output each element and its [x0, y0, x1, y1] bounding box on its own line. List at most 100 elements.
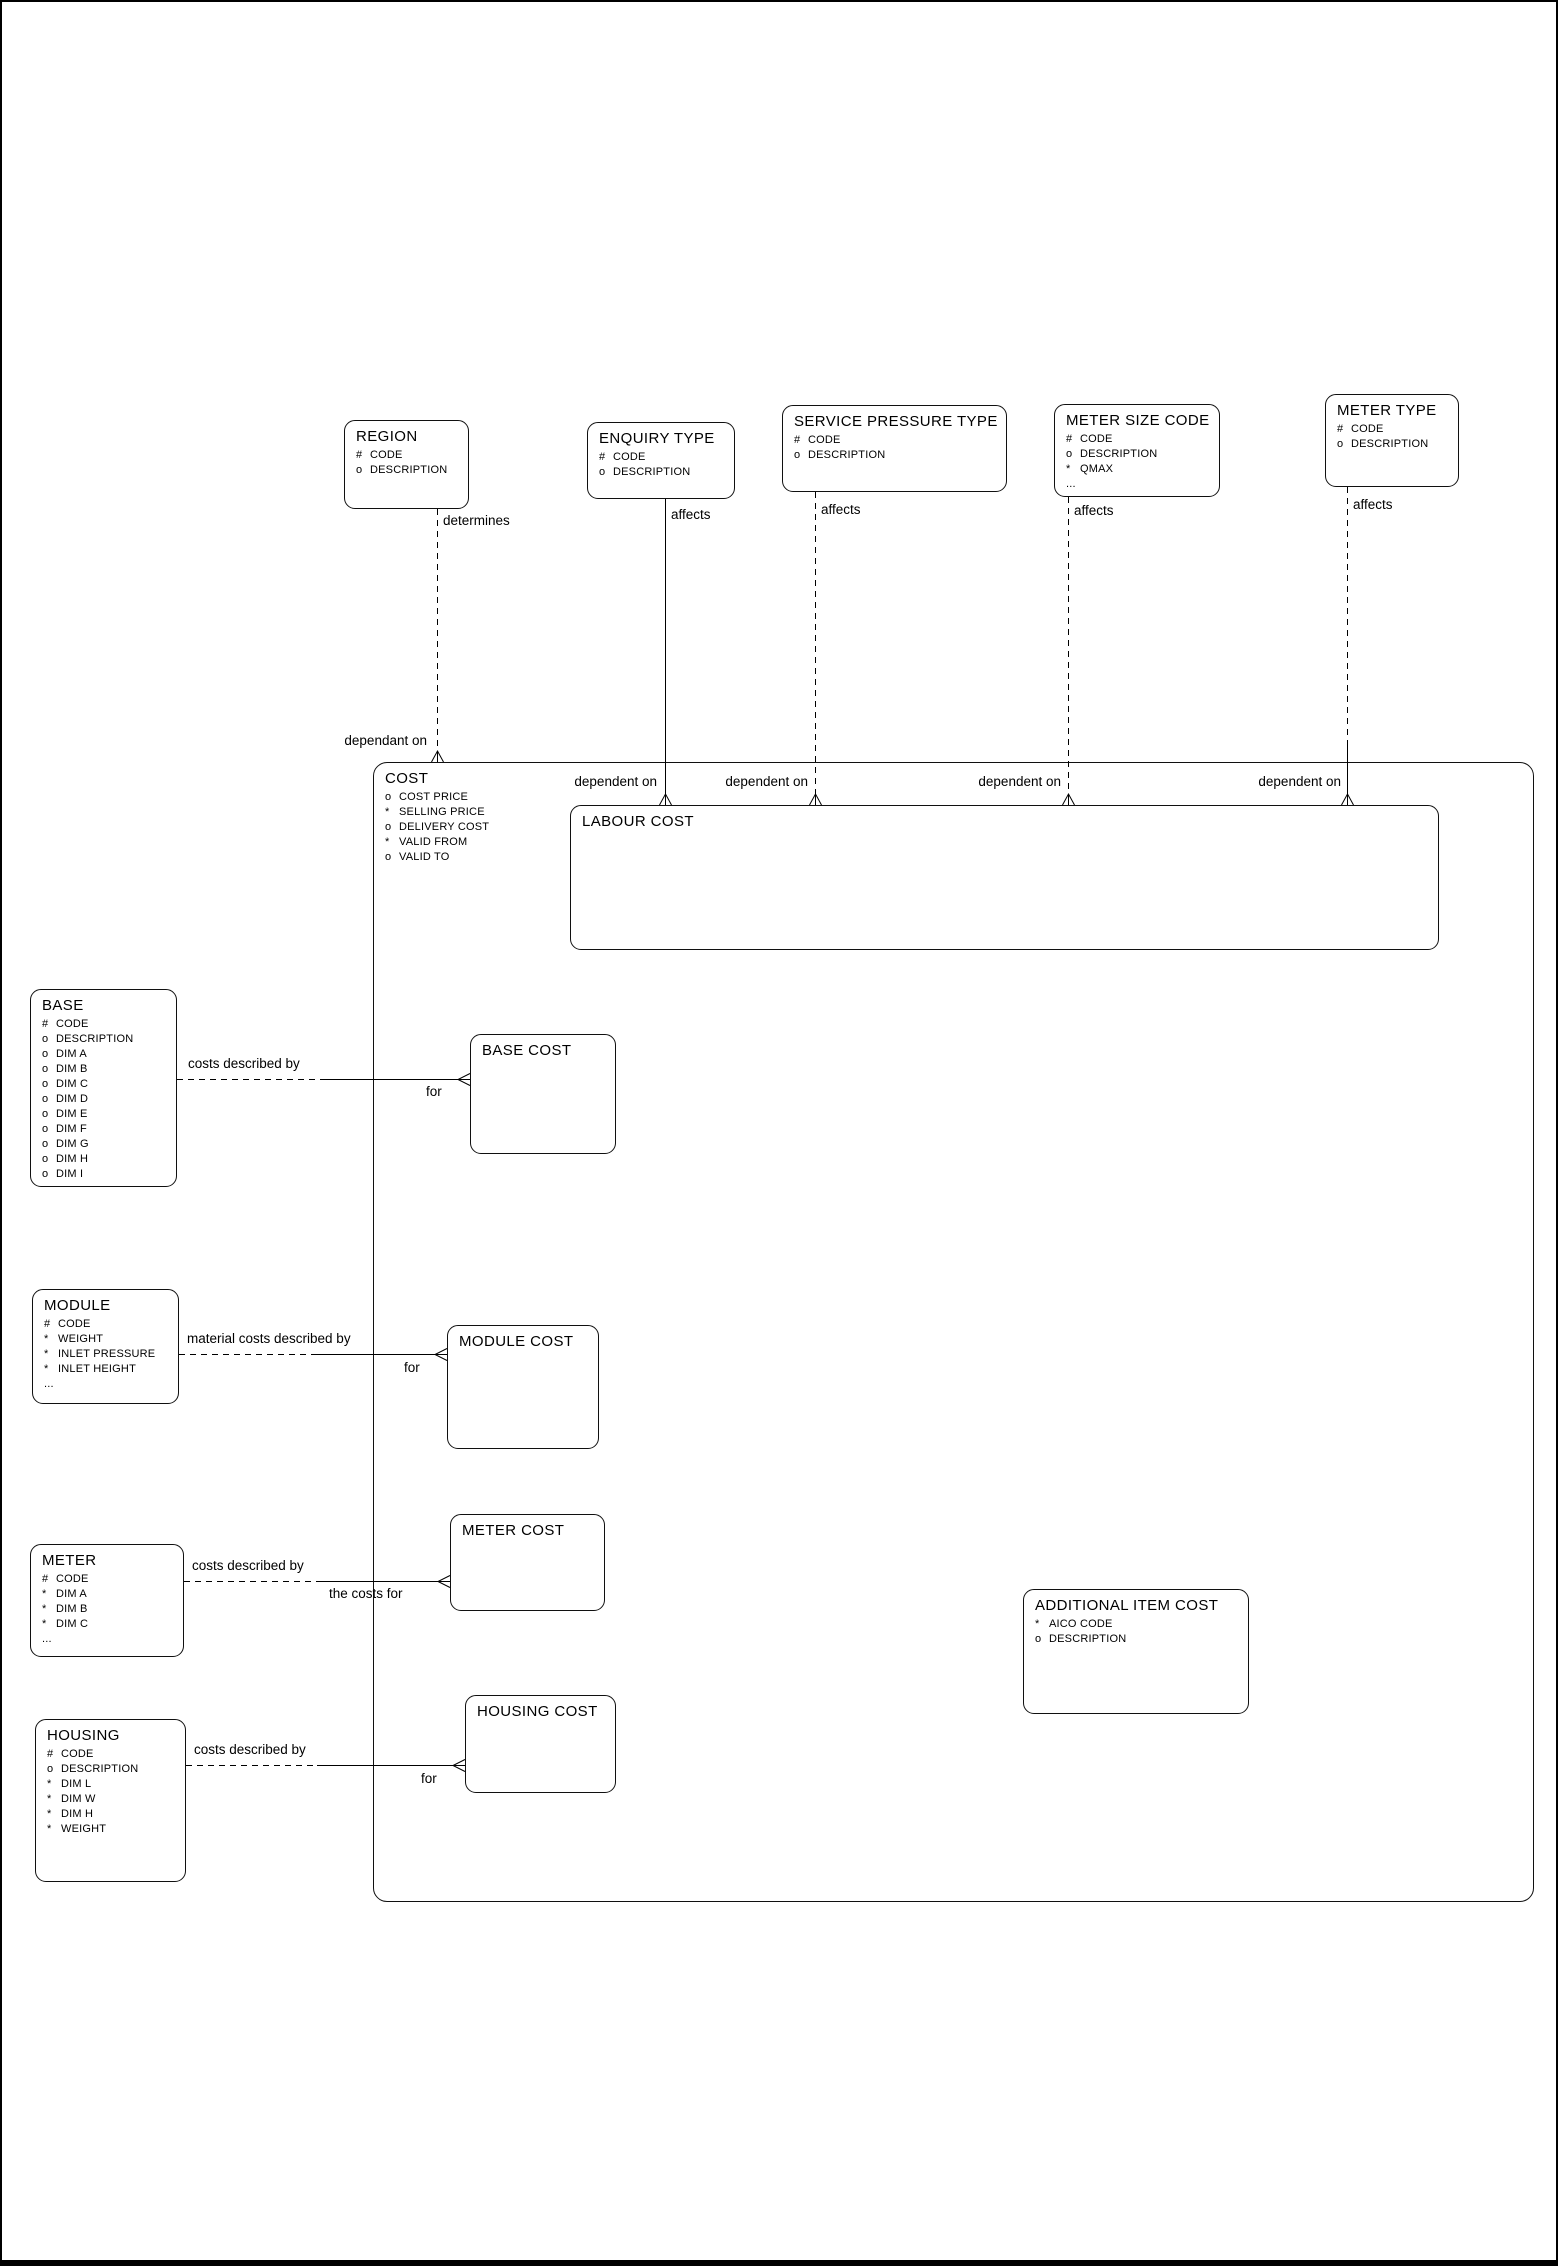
entity-attributes: #CODE *DIM A *DIM B *DIM C...: [42, 1572, 173, 1647]
rel-label-housing-costs-described-by: costs described by: [194, 1742, 306, 1757]
attribute-line: *DIM A: [42, 1588, 87, 1600]
attribute-line: *INLET HEIGHT: [44, 1363, 136, 1375]
entity-title: HOUSING: [47, 1727, 120, 1744]
rel-label-dependent-on-2: dependent on: [725, 774, 808, 789]
entity-module-cost[interactable]: MODULE COST: [447, 1325, 599, 1449]
entity-labour-cost[interactable]: LABOUR COST: [570, 805, 1439, 950]
attribute-line: *DIM C: [42, 1618, 89, 1630]
attribute-line: *DIM H: [47, 1808, 94, 1820]
rel-label-affects-service: affects: [821, 502, 861, 517]
entity-title: LABOUR COST: [582, 813, 694, 830]
attribute-line: #CODE: [794, 434, 841, 446]
attribute-line: *DIM L: [47, 1778, 92, 1790]
rel-label-determines: determines: [443, 513, 510, 528]
entity-module[interactable]: MODULE #CODE *WEIGHT *INLET PRESSURE *INLET…: [32, 1289, 179, 1404]
entity-meter[interactable]: METER #CODE *DIM A *DIM B *DIM C...: [30, 1544, 184, 1657]
attribute-line: ...: [42, 1633, 52, 1645]
rel-label-affects-enquiry: affects: [671, 507, 711, 522]
rel-label-base-for: for: [426, 1084, 442, 1099]
attribute-line: #CODE: [1066, 433, 1113, 445]
rel-label-affects-metersize: affects: [1074, 503, 1114, 518]
entity-title: REGION: [356, 428, 418, 445]
page-bottom-border: [2, 2260, 1556, 2266]
rel-label-dependent-on-1: dependent on: [574, 774, 657, 789]
entity-title: BASE COST: [482, 1042, 572, 1059]
entity-base-cost[interactable]: BASE COST: [470, 1034, 616, 1154]
attribute-line: *DIM B: [42, 1603, 88, 1615]
entity-title: METER SIZE CODE: [1066, 412, 1210, 429]
attribute-line: #CODE: [599, 451, 646, 463]
attribute-line: *AICO CODE: [1035, 1618, 1113, 1630]
entity-title: MODULE: [44, 1297, 111, 1314]
attribute-line: *WEIGHT: [47, 1823, 107, 1835]
attribute-line: *DIM W: [47, 1793, 96, 1805]
attribute-line: #CODE: [1337, 423, 1384, 435]
attribute-line: #CODE: [44, 1318, 91, 1330]
entity-title: SERVICE PRESSURE TYPE: [794, 413, 998, 430]
rel-label-dependant-on: dependant on: [344, 733, 427, 748]
rel-label-meter-costs-described-by: costs described by: [192, 1558, 304, 1573]
entity-title: ADDITIONAL ITEM COST: [1035, 1597, 1219, 1614]
attribute-line: #CODE: [42, 1018, 89, 1030]
entity-meter-cost[interactable]: METER COST: [450, 1514, 605, 1611]
rel-label-dependent-on-4: dependent on: [1258, 774, 1341, 789]
entity-title: METER: [42, 1552, 97, 1569]
entity-title: METER TYPE: [1337, 402, 1437, 419]
entity-title: ENQUIRY TYPE: [599, 430, 715, 447]
attribute-line: *WEIGHT: [44, 1333, 104, 1345]
attribute-line: *QMAX: [1066, 463, 1114, 475]
rel-label-module-for: for: [404, 1360, 420, 1375]
entity-housing-cost[interactable]: HOUSING COST: [465, 1695, 616, 1793]
attribute-line: ...: [1066, 478, 1076, 490]
entity-title: COST: [385, 770, 429, 787]
rel-label-housing-for: for: [421, 1771, 437, 1786]
attribute-line: #CODE: [42, 1573, 89, 1585]
entity-title: METER COST: [462, 1522, 565, 1539]
attribute-line: *VALID FROM: [385, 836, 468, 848]
entity-title: HOUSING COST: [477, 1703, 598, 1720]
rel-label-module-costs-described-by: material costs described by: [187, 1331, 351, 1346]
rel-label-meter-the-costs-for: the costs for: [329, 1586, 403, 1601]
rel-label-affects-metertype: affects: [1353, 497, 1393, 512]
attribute-line: ...: [44, 1378, 54, 1390]
crow-foot-icon: [431, 749, 444, 763]
attribute-line: *INLET PRESSURE: [44, 1348, 156, 1360]
entity-attributes: #CODE *WEIGHT *INLET PRESSURE *INLET HEIGHT…: [44, 1317, 168, 1392]
attribute-line: #CODE: [47, 1748, 94, 1760]
